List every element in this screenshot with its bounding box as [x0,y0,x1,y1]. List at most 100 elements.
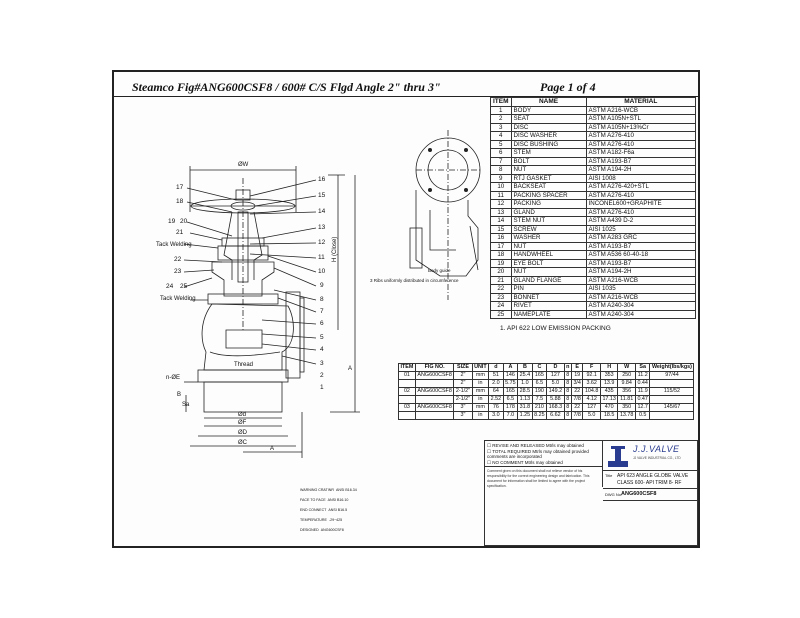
materials-item-cell: 18 [490,250,512,260]
dimensions-cell: 8 [563,403,572,412]
dimensions-cell: 6.5 [531,379,548,388]
dimensions-cell: 92.1 [582,371,601,380]
dimensions-cell: 8 [563,387,572,396]
dimensions-cell: 145/67 [649,403,695,412]
dim-w-label: ØW [238,162,249,168]
materials-name-cell: GLAND FLANGE [510,275,587,285]
dimensions-cell: 22 [570,387,584,396]
materials-item-cell: 12 [490,199,512,209]
dimensions-cell: 7/8 [570,411,584,420]
dimensions-cell: 12.7 [634,403,651,412]
dimensions-cell: 115/52 [649,387,695,396]
callout-15: 15 [318,192,326,199]
dim-h-label: H (Close) [332,236,338,262]
materials-material-cell: ASTM A276-410 [585,207,697,217]
dimensions-cell: 127 [582,403,601,412]
materials-col-name: NAME [510,97,587,107]
rev-released: ☐ REVISE AND RELEASED Mtrls may obtained [487,443,584,448]
materials-item-cell: 21 [490,275,512,285]
materials-name-cell: SEAT [510,114,587,124]
dimensions-cell: 18.5 [599,411,619,420]
materials-item-cell: 6 [490,148,512,158]
callout-20: 20 [180,218,188,225]
materials-material-cell: ASTM A276-420+STL [585,182,697,192]
thread-label: Thread [234,362,254,368]
materials-material-cell: ASTM A216-WCB [585,292,697,302]
drawing-title-box: Title API 623 ANGLE GLOBE VALVE CLASS 60… [603,471,697,489]
materials-material-cell: ASTM A439 D-2 [585,216,697,226]
dimensions-cell: 2-1/2" [453,387,473,396]
materials-name-cell: DISC WASHER [510,131,587,141]
materials-material-cell: ASTM A105N+13%Cr [585,122,697,132]
dimensions-cell [649,379,695,388]
dimensions-cell: 3.0 [488,411,504,420]
materials-name-cell: NAMEPLATE [510,309,587,319]
dimensions-cell: 22 [570,403,584,412]
dimensions-cell: 5.88 [546,395,565,404]
callout-14: 14 [318,208,326,215]
body-guide-label: Body guide [428,268,451,273]
materials-col-material: MATERIAL [585,97,697,107]
callout-1: 1 [320,384,324,391]
dim-a-bottom-label: A [270,446,275,452]
dimensions-header-cell: H [599,363,619,372]
dimensions-cell: 3" [453,411,473,420]
dimensions-cell: 19 [570,371,584,380]
materials-item-cell: 11 [490,190,512,200]
dimensions-cell: 3/4 [570,379,584,388]
title-label: Title [605,473,613,478]
materials-name-cell: STEM [510,148,587,158]
materials-name-cell: EYE BOLT [510,258,587,268]
callout-18: 18 [176,198,184,205]
dimensions-cell [398,395,416,404]
materials-material-cell: AISI 1035 [585,284,697,294]
rev-no-comment: ☐ NO COMMENT Mtrls may obtained [487,459,563,465]
materials-name-cell: GLAND [510,207,587,217]
materials-header-row: ITEM NAME MATERIAL [490,97,697,107]
dimensions-cell: 51 [488,371,504,380]
materials-name-cell: DISC [510,122,587,132]
callout-9: 9 [320,282,324,289]
dimensions-cell: 470 [599,403,619,412]
dwg-label: DWG No. [605,492,623,497]
materials-col-item: ITEM [490,97,512,107]
dimensions-header-cell: E [570,363,584,372]
dimensions-cell: ANG600CSF8 [414,403,455,412]
materials-item-cell: 8 [490,165,512,175]
page-number: Page 1 of 4 [540,80,596,94]
disclaimer-text: Comment given on this document shall not… [485,467,603,488]
dimensions-cell: 149.2 [546,387,565,396]
dimensions-cell: 3.62 [582,379,601,388]
header-rule [114,96,698,97]
dim-ne-label: n-ØE [166,375,181,381]
dimensions-cell: 2" [453,371,473,380]
dimensions-header-cell: Weight(lbs/kgs) [649,363,695,372]
tack-welding-label-1: Tack Welding [156,242,192,248]
materials-name-cell: HANDWHEEL [510,250,587,260]
dimensions-header-cell: B [517,363,533,372]
title-line-1: API 623 ANGLE GLOBE VALVE [617,473,689,479]
dim-sa-label: Sa [182,402,190,408]
dimensions-header-cell: FIG NO. [414,363,455,372]
dimensions-cell: 350 [617,403,636,412]
materials-name-cell: BACKSEAT [510,182,587,192]
dimensions-cell: 8 [563,379,572,388]
callout-7: 7 [320,308,324,315]
materials-material-cell: ASTM A216-WCB [585,105,697,115]
dimensions-cell: 2.0 [488,379,504,388]
callout-17: 17 [176,184,184,191]
